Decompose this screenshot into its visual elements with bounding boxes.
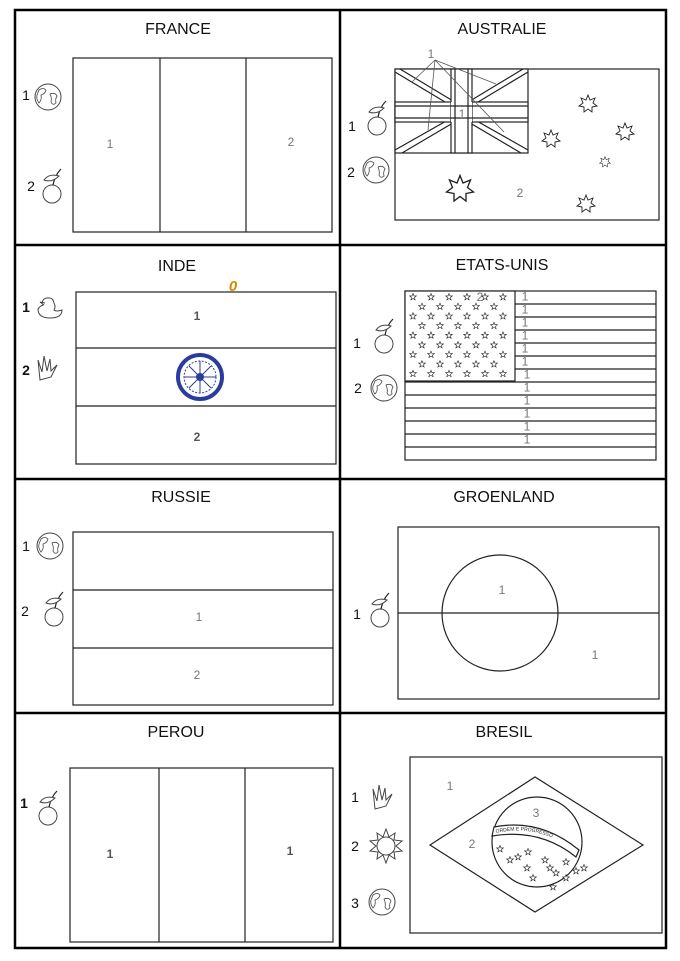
- flag-russie[interactable]: 1 2: [72, 531, 334, 706]
- zone-label: 1: [522, 290, 529, 304]
- cell-russie: RUSSIE 1 2 1 2: [21, 489, 334, 706]
- zone-label: 1: [194, 309, 201, 323]
- cell-title: GROENLAND: [453, 489, 554, 506]
- grass-icon: [372, 784, 393, 810]
- zone-label: 1: [524, 368, 531, 382]
- globe-icon: [362, 156, 390, 184]
- globe-icon: [368, 888, 396, 916]
- cherry-icon: [42, 168, 62, 204]
- cell-title: FRANCE: [145, 21, 211, 38]
- zone-label: 2: [194, 430, 201, 444]
- legend-number: 3: [351, 895, 359, 911]
- legend-number: 1: [22, 538, 30, 554]
- globe-icon: [36, 532, 64, 560]
- cell-bresil: BRESIL 1 2 3 ORDEM E PROGRESSO 1 2 3: [351, 724, 663, 934]
- zone-label: 1: [287, 844, 294, 858]
- cell-groenland: GROENLAND 1 1 1: [353, 489, 660, 700]
- globe-icon: [370, 374, 398, 402]
- zone-label: 1: [196, 610, 203, 624]
- flag-bresil[interactable]: ORDEM E PROGRESSO 1 2 3: [409, 756, 663, 934]
- zone-label: 1: [522, 316, 529, 330]
- cell-title: RUSSIE: [151, 489, 211, 506]
- worksheet-grid: [13, 8, 668, 950]
- stray-mark: 0: [229, 278, 238, 295]
- zone-label: 1: [524, 381, 531, 395]
- legend-number: 2: [21, 603, 29, 619]
- flag-australie[interactable]: 1 1 2: [394, 47, 660, 221]
- zone-label: 1: [592, 648, 599, 662]
- zone-label: 1: [522, 342, 529, 356]
- zone-label: 1: [522, 303, 529, 317]
- zone-label: 1: [107, 847, 114, 861]
- legend-number: 1: [22, 299, 30, 315]
- cell-perou: PEROU 1 1 1: [20, 724, 334, 943]
- cell-title: PEROU: [148, 724, 205, 741]
- zone-label: 1: [499, 583, 506, 597]
- legend-number: 2: [27, 178, 35, 194]
- legend-number: 1: [22, 87, 30, 103]
- cherry-icon: [374, 318, 394, 354]
- ashoka-chakra: [176, 353, 224, 401]
- zone-label: 1: [447, 779, 454, 793]
- legend-number: 1: [353, 606, 361, 622]
- cell-france: FRANCE 1 2 1 2: [22, 21, 333, 233]
- zone-label: 2: [194, 668, 201, 682]
- legend-number: 1: [353, 335, 361, 351]
- cherry-icon: [38, 790, 58, 826]
- zone-label: 2: [288, 135, 295, 149]
- zone-label: 3: [533, 806, 540, 820]
- duck-icon: [37, 297, 63, 319]
- zone-label: 2: [477, 290, 484, 304]
- cherry-icon: [370, 592, 390, 628]
- legend-number: 1: [20, 795, 28, 811]
- zone-label: 1: [524, 394, 531, 408]
- flag-groenland[interactable]: 1 1: [397, 526, 660, 700]
- zone-label: 1: [524, 433, 531, 447]
- legend-number: 2: [354, 380, 362, 396]
- cell-title: BRESIL: [476, 724, 533, 741]
- zone-label: 1: [107, 137, 114, 151]
- legend-number: 2: [351, 838, 359, 854]
- legend-number: 2: [22, 362, 30, 378]
- flag-perou[interactable]: 1 1: [69, 767, 334, 943]
- legend-number: 1: [348, 118, 356, 134]
- cell-title: AUSTRALIE: [458, 21, 547, 38]
- cell-inde: INDE 0 1 2 1 2: [22, 258, 337, 465]
- zone-label: 1: [459, 107, 466, 121]
- cherry-icon: [44, 591, 64, 627]
- zone-label: 1: [428, 47, 435, 61]
- cherry-icon: [367, 100, 387, 136]
- grass-icon: [37, 355, 58, 381]
- zone-label: 1: [524, 407, 531, 421]
- cell-title: INDE: [158, 258, 196, 275]
- flag-france[interactable]: 1 2: [72, 57, 333, 233]
- zone-label: 2: [517, 186, 524, 200]
- flag-inde[interactable]: 1 2: [75, 291, 337, 465]
- zone-label: 1: [524, 420, 531, 434]
- sun-icon: [369, 828, 403, 864]
- globe-icon: [34, 83, 62, 111]
- cell-australie: AUSTRALIE 1 2 1 1 2: [347, 21, 660, 221]
- zone-label: 1: [522, 329, 529, 343]
- cell-title: ETATS-UNIS: [456, 257, 549, 274]
- union-jack: [394, 59, 529, 154]
- zone-label: 1: [522, 355, 529, 369]
- zone-label: 2: [469, 837, 476, 851]
- legend-number: 2: [347, 164, 355, 180]
- legend-number: 1: [351, 789, 359, 805]
